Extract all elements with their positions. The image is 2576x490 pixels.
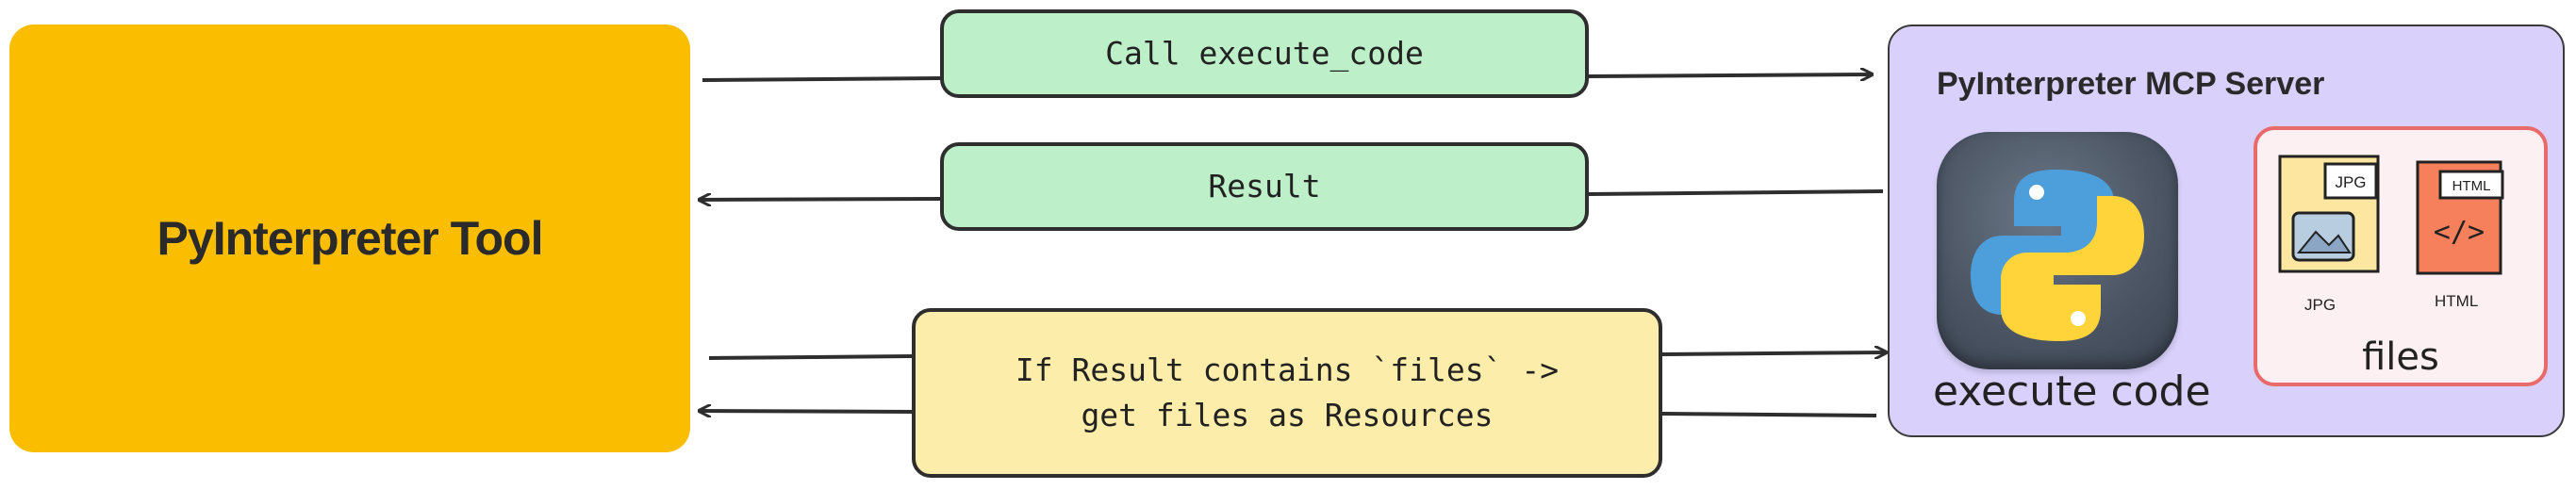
files-label: files xyxy=(2362,335,2439,379)
result-arrow-left-segment xyxy=(700,199,941,200)
call-execute-code-box: Call execute_code xyxy=(940,9,1589,98)
html-caption: HTML xyxy=(2435,292,2479,310)
result-label: Result xyxy=(1208,168,1321,205)
files-request-right-segment xyxy=(1661,352,1886,354)
jpg-tag: JPG xyxy=(2335,173,2366,191)
files-panel: JPG JPG </> HTML HTML files xyxy=(2254,126,2548,386)
files-request-left-segment xyxy=(708,354,913,360)
call-arrow-left-segment xyxy=(702,76,941,82)
call-arrow-right-segment xyxy=(1588,74,1872,76)
jpg-file-icon: JPG xyxy=(2278,155,2380,273)
svg-text:</>: </> xyxy=(2434,216,2485,249)
result-box: Result xyxy=(940,142,1589,231)
files-resources-label: If Result contains `files` -> get files … xyxy=(1015,351,1560,433)
python-logo-icon xyxy=(1937,132,2178,369)
html-file-icon: </> HTML xyxy=(2416,160,2506,275)
jpg-caption: JPG xyxy=(2304,296,2337,314)
server-title: PyInterpreter MCP Server xyxy=(1937,66,2325,102)
files-resources-box: If Result contains `files` -> get files … xyxy=(912,308,1662,478)
html-tag: HTML xyxy=(2452,178,2491,194)
tool-title: PyInterpreter Tool xyxy=(157,212,544,265)
files-return-left-segment xyxy=(700,411,913,412)
result-arrow-right-segment xyxy=(1588,189,1884,196)
mcp-server-box: PyInterpreter MCP Server execute code JP… xyxy=(1888,24,2565,437)
files-return-right-segment xyxy=(1661,412,1877,417)
pyinterpreter-tool-box: PyInterpreter Tool xyxy=(9,24,690,452)
call-label: Call execute_code xyxy=(1105,35,1424,73)
execute-code-label: execute code xyxy=(1933,368,2211,416)
